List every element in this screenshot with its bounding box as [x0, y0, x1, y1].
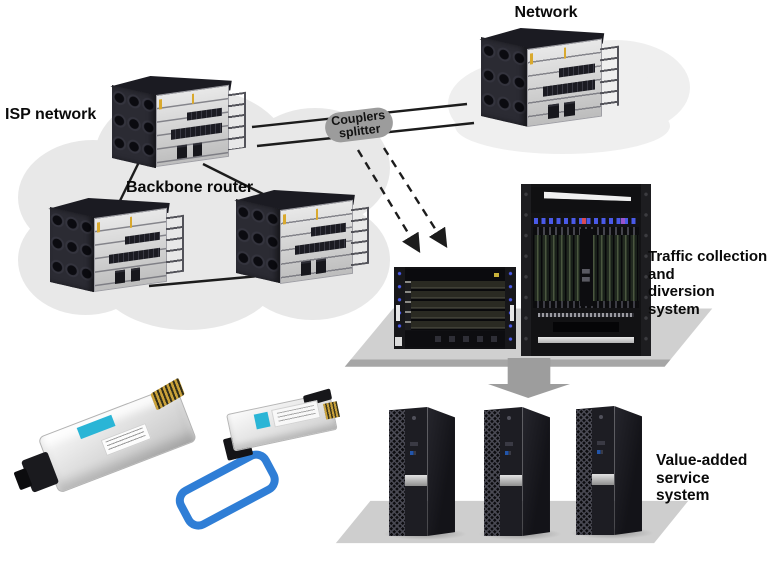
value-added-label: Value-added service system	[656, 452, 747, 505]
traffic-system-label-line1: Traffic collection	[648, 248, 768, 265]
network-label: Network	[514, 4, 578, 21]
port-row	[171, 123, 223, 140]
latch	[130, 216, 133, 228]
couplers-splitter-line2: splitter	[338, 121, 382, 141]
latch	[97, 221, 100, 233]
diversion-rack-chassis	[521, 184, 651, 356]
qsfp-cyan-label	[253, 411, 271, 430]
router-front-panel	[156, 84, 230, 168]
rack-slot	[553, 321, 619, 332]
router-front-panel	[94, 207, 168, 293]
port-row	[295, 238, 346, 255]
port-row	[310, 222, 346, 237]
router-fan-grid	[235, 198, 280, 284]
router-fan-grid	[481, 37, 527, 127]
backbone-router-left	[41, 198, 189, 297]
router-front-panel	[279, 199, 353, 284]
mgmt-port	[548, 103, 559, 119]
qsfp-spec-sticker	[270, 399, 322, 428]
service-tower-1	[389, 407, 455, 536]
value-added-label-line1: Value-added	[656, 452, 748, 469]
mgmt-port	[564, 100, 575, 117]
mgmt-port	[177, 145, 188, 160]
port-row	[558, 62, 595, 78]
service-tower-3	[576, 406, 642, 535]
port-row	[187, 107, 223, 122]
mgmt-port	[130, 267, 141, 283]
tower-mesh-vent	[389, 409, 406, 536]
tower-front	[484, 407, 523, 536]
server-handle	[510, 304, 514, 321]
router-fan-grid	[49, 206, 95, 293]
backbone-router-label: Backbone router	[126, 179, 254, 196]
power-button	[506, 416, 511, 421]
traffic-system-label-line3: diversion system	[648, 283, 715, 318]
server-top-strip	[404, 269, 506, 281]
mgmt-port	[115, 269, 126, 285]
service-tower-2	[484, 407, 550, 536]
value-added-label-line2: service	[656, 469, 710, 487]
rack-led-row	[534, 217, 638, 224]
isp-network-label: ISP network	[5, 106, 97, 123]
port-row	[125, 231, 161, 245]
mgmt-port	[316, 258, 327, 274]
cable-hooks	[351, 206, 370, 266]
server-foot	[507, 336, 515, 346]
mgmt-port	[300, 260, 311, 276]
tower-mesh-vent	[576, 408, 593, 535]
traffic-system-label-line2: and	[648, 265, 675, 283]
rack-pin-row	[537, 312, 635, 318]
traffic-system-label: Traffic collection and diversion system	[648, 248, 768, 318]
qsfp-body	[226, 388, 341, 452]
router-link-bottom	[148, 274, 260, 288]
latch	[563, 47, 566, 60]
server-handle	[396, 304, 400, 321]
mgmt-port	[192, 142, 203, 158]
cable-hooks	[228, 91, 247, 151]
power-button	[598, 415, 603, 420]
power-button	[411, 416, 416, 421]
tower-ports	[505, 441, 513, 459]
server-bottom-strip	[404, 330, 506, 347]
tower-front	[389, 407, 428, 536]
tower-drive-band	[405, 475, 428, 486]
port-row	[542, 79, 595, 97]
latch	[159, 98, 162, 110]
tower-ports	[597, 440, 605, 458]
port-row	[109, 247, 161, 264]
rack-stripe	[544, 191, 631, 200]
rack-bottom-bar	[537, 337, 635, 343]
router-link-right	[202, 162, 264, 196]
network-router	[472, 28, 624, 132]
rack-center-column	[579, 228, 593, 307]
latch	[283, 213, 286, 225]
cable-hooks	[166, 214, 185, 275]
tower-mesh-vent	[484, 409, 501, 536]
backbone-router-top	[103, 76, 251, 172]
router-fan-grid	[111, 84, 157, 168]
router-front-panel	[526, 38, 602, 127]
server-blades	[404, 280, 506, 331]
server-foot	[395, 336, 403, 346]
tap-arrow-right	[382, 147, 448, 249]
tap-arrow-left	[356, 149, 421, 254]
backbone-router-right	[227, 190, 374, 288]
tower-side	[614, 406, 642, 535]
tower-ports	[410, 441, 418, 459]
rack-bottom-section	[531, 309, 641, 353]
tower-drive-band	[500, 475, 523, 486]
tower-side	[427, 407, 455, 536]
latch	[192, 93, 195, 105]
value-added-label-line3: system	[656, 487, 710, 504]
rack-top-section	[531, 187, 641, 214]
traffic-collection-server	[394, 267, 516, 349]
qsfp-gold-fingers	[323, 401, 341, 420]
cable-hooks	[600, 45, 620, 109]
qsfp-transceiver-icon	[168, 388, 341, 535]
latch	[529, 52, 533, 65]
tower-side	[522, 407, 550, 536]
tower-drive-band	[592, 474, 615, 485]
tower-front	[576, 406, 615, 535]
latch	[315, 208, 318, 220]
